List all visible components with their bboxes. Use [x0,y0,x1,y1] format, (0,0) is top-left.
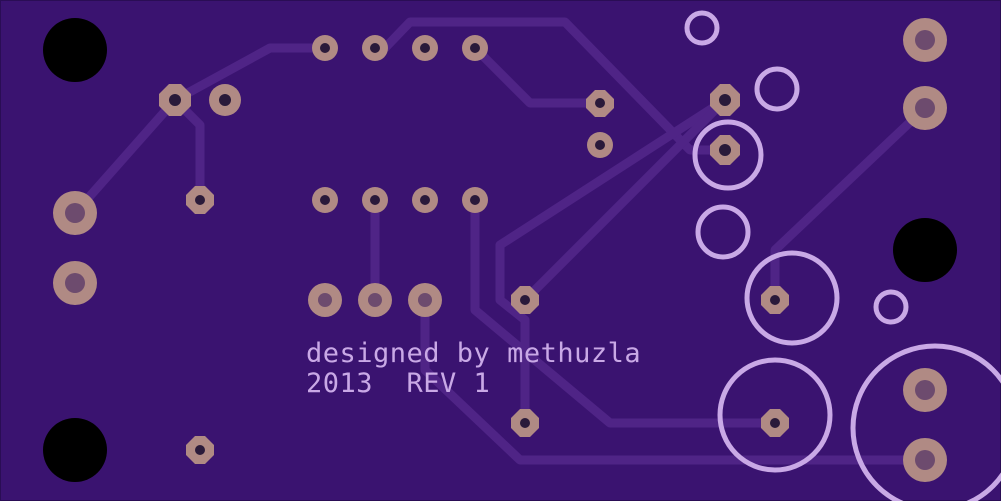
pad [312,187,338,213]
pad [903,438,947,482]
pad [462,35,488,61]
silk-ring [873,289,909,325]
pad [408,283,442,317]
pad [159,84,191,116]
silk-ring [684,10,720,46]
silkscreen-outlines [684,10,1001,501]
pad [710,84,740,116]
pad [362,35,388,61]
mounting-holes [43,18,957,482]
pad [186,436,214,464]
pad [903,18,947,62]
pad [308,283,342,317]
silkscreen-revision: 2013 REV 1 [306,368,491,399]
silk-ring [717,357,833,473]
silk-ring [754,66,800,112]
copper-traces [70,17,930,465]
pad [586,90,614,117]
pad [710,135,740,165]
pad [511,409,539,437]
pad [358,283,392,317]
silk-ring [850,343,1001,501]
trace [170,43,330,105]
trace [470,43,605,108]
silk-ring [695,204,751,260]
pad [209,84,241,116]
pad [761,286,789,314]
mounting-hole [893,218,957,282]
mounting-hole [43,18,107,82]
pad [903,368,947,412]
pad [362,187,388,213]
round-pads [53,18,947,482]
pad [462,187,488,213]
pad [186,186,214,214]
pad [587,132,613,158]
mounting-hole [43,418,107,482]
octagon-pads [159,84,789,464]
pad [53,191,97,235]
trace [470,195,780,428]
pad [511,286,539,314]
pad [412,35,438,61]
trace [420,295,930,465]
silk-ring [692,119,764,191]
pad [53,261,97,305]
trace [770,103,930,305]
trace [520,95,730,305]
silk-ring [744,250,840,346]
silkscreen-credit: designed by methuzla [306,338,642,369]
pad [761,409,789,437]
pad [903,86,947,130]
trace [70,95,180,218]
pad [412,187,438,213]
pad [312,35,338,61]
trace [380,17,730,155]
